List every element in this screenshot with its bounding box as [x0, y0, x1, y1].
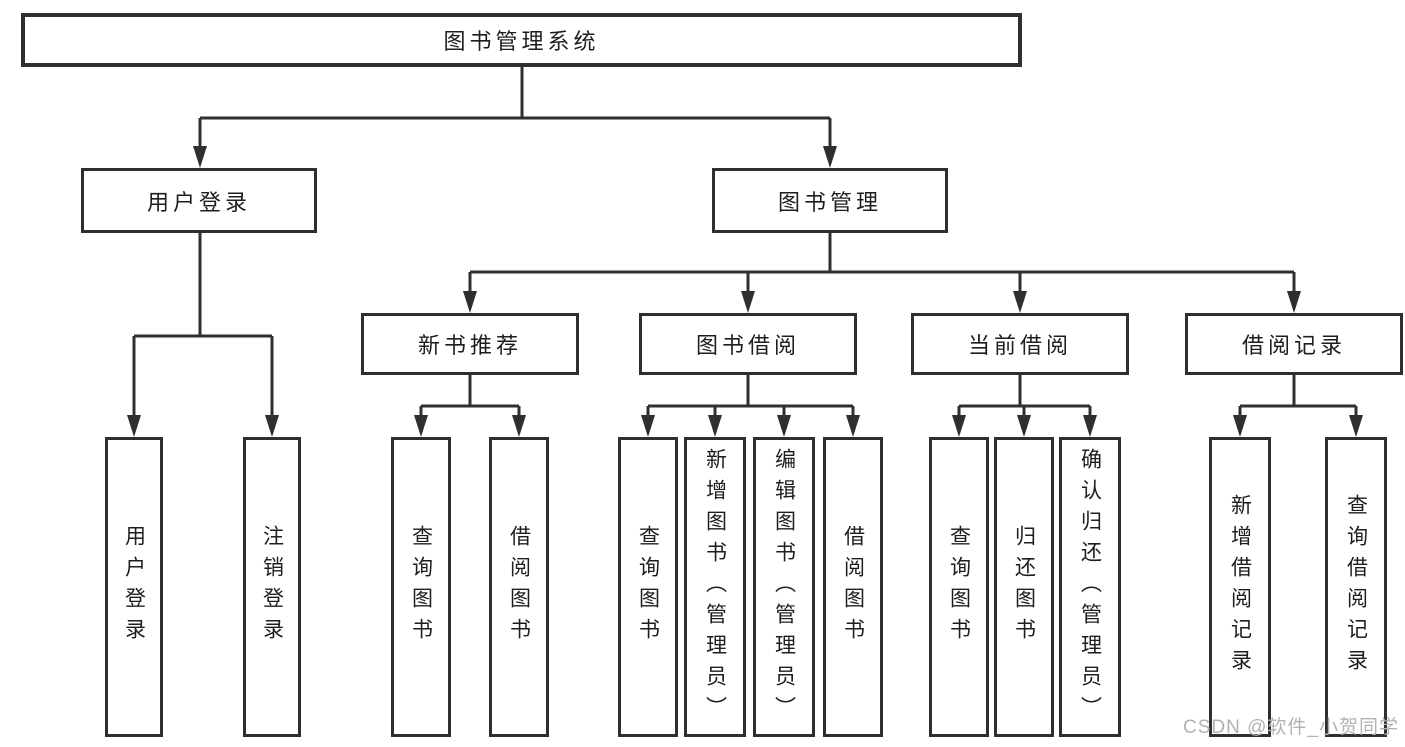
connector-current-borrow-to-children — [957, 375, 1092, 421]
connector-root-to-level1 — [198, 67, 832, 150]
node-label: 查询图书 — [409, 525, 433, 649]
leaf-edit-books-admin: 编辑图书（管理员） — [753, 437, 815, 737]
node-label: 当前借阅 — [967, 333, 1072, 358]
node-current-borrow: 当前借阅 — [911, 313, 1129, 375]
node-label: 确认归还（管理员） — [1078, 447, 1102, 727]
leaf-add-borrow-record: 新增借阅记录 — [1209, 437, 1271, 737]
node-label: 新增图书（管理员） — [703, 447, 727, 727]
leaf-user-login: 用户登录 — [105, 437, 163, 737]
leaf-borrow-books-borrow: 借阅图书 — [823, 437, 883, 737]
node-borrow-records: 借阅记录 — [1185, 313, 1403, 375]
node-user-login: 用户登录 — [81, 168, 317, 233]
node-label: 编辑图书（管理员） — [772, 447, 796, 727]
arrowhead — [741, 291, 755, 313]
node-label: 查询图书 — [947, 525, 971, 649]
node-book-management: 图书管理 — [712, 168, 948, 233]
node-label: 新增借阅记录 — [1228, 494, 1252, 680]
node-label: 借阅记录 — [1241, 333, 1346, 358]
arrowhead — [952, 415, 966, 437]
node-label: 图书管理系统 — [443, 29, 600, 54]
arrowhead — [127, 415, 141, 437]
leaf-query-books-borrow: 查询图书 — [618, 437, 678, 737]
node-label: 归还图书 — [1012, 525, 1036, 649]
arrowhead — [708, 415, 722, 437]
node-label: 图书管理 — [777, 189, 882, 215]
leaf-query-books-current: 查询图书 — [929, 437, 989, 737]
leaf-return-books: 归还图书 — [994, 437, 1054, 737]
node-library-system: 图书管理系统 — [21, 13, 1022, 67]
node-label: 查询图书 — [636, 525, 660, 649]
arrowhead — [641, 415, 655, 437]
arrowhead — [414, 415, 428, 437]
node-label: 注销登录 — [260, 525, 284, 649]
arrowhead — [193, 146, 207, 168]
node-new-book-recommend: 新书推荐 — [361, 313, 579, 375]
arrowhead — [1083, 415, 1097, 437]
leaf-query-borrow-record: 查询借阅记录 — [1325, 437, 1387, 737]
leaf-logout-login: 注销登录 — [243, 437, 301, 737]
connector-user-login-to-children — [132, 233, 274, 421]
arrowhead — [1013, 291, 1027, 313]
arrowhead — [1233, 415, 1247, 437]
node-label: 借阅图书 — [507, 525, 531, 649]
arrowhead — [463, 291, 477, 313]
connector-new-book-to-children — [419, 375, 521, 421]
arrowhead — [777, 415, 791, 437]
node-book-borrow: 图书借阅 — [639, 313, 857, 375]
node-label: 用户登录 — [122, 525, 146, 649]
arrowhead — [1287, 291, 1301, 313]
node-label: 借阅图书 — [841, 525, 865, 649]
leaf-query-books-newbook: 查询图书 — [391, 437, 451, 737]
node-label: 图书借阅 — [695, 333, 800, 358]
arrowhead — [823, 146, 837, 168]
arrowhead — [265, 415, 279, 437]
connector-borrow-record-to-children — [1238, 375, 1358, 421]
node-label: 用户登录 — [146, 189, 251, 215]
arrowhead — [846, 415, 860, 437]
leaf-confirm-return-admin: 确认归还（管理员） — [1059, 437, 1121, 737]
node-label: 查询借阅记录 — [1344, 494, 1368, 680]
node-label: 新书推荐 — [417, 333, 522, 358]
connector-book-borrow-to-children — [646, 375, 855, 421]
leaf-add-books-admin: 新增图书（管理员） — [684, 437, 746, 737]
leaf-borrow-books-newbook: 借阅图书 — [489, 437, 549, 737]
arrowhead — [1017, 415, 1031, 437]
arrowhead — [1349, 415, 1363, 437]
watermark: CSDN @软件_小贺同学 — [1183, 717, 1399, 738]
connector-book-mgmt-to-level2 — [468, 233, 1296, 297]
arrowhead — [512, 415, 526, 437]
